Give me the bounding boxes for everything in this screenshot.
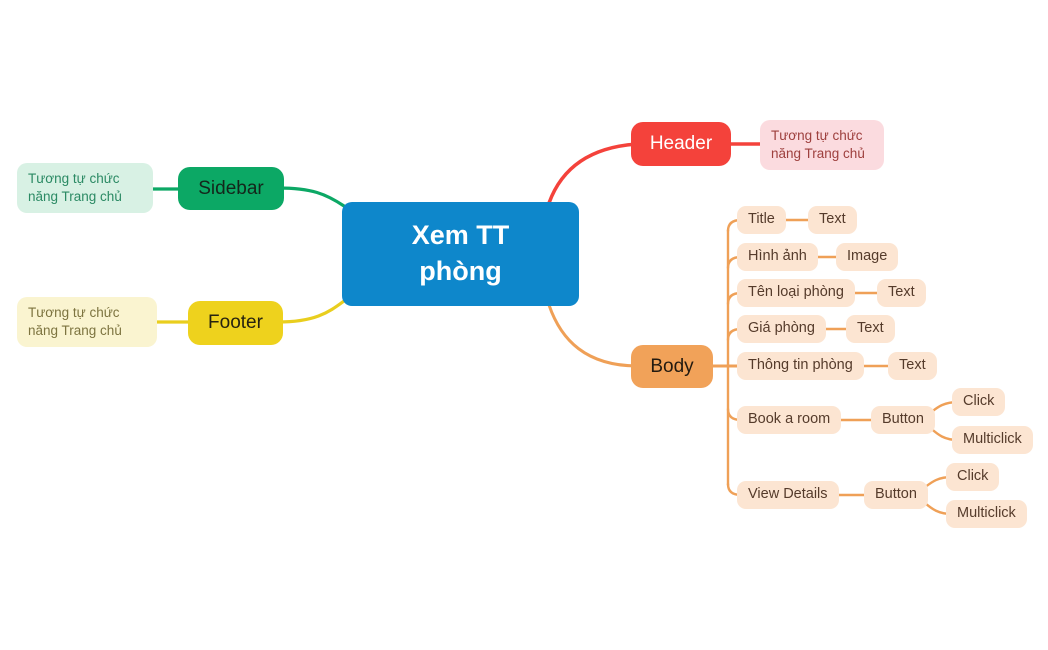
node-hinh-anh[interactable]: Hình ảnh [737,243,818,271]
node-thong-tin-phong-type[interactable]: Text [888,352,937,380]
node-ten-loai-phong[interactable]: Tên loại phòng [737,279,855,307]
wire-footer [276,299,346,324]
node-view-details[interactable]: View Details [737,481,839,509]
node-footer-note[interactable]: Tương tự chức năng Trang chủ [17,297,157,347]
node-footer[interactable]: Footer [188,301,283,345]
root-title-line1: Xem TT [411,220,510,251]
node-ten-loai-phong-type[interactable]: Text [877,279,926,307]
wire-sidebar [276,186,346,208]
node-book-a-room-multiclick[interactable]: Multiclick [952,426,1033,454]
node-view-details-click[interactable]: Click [946,463,1000,491]
node-view-details-type[interactable]: Button [864,481,928,509]
node-body[interactable]: Body [631,345,713,388]
node-thong-tin-phong[interactable]: Thông tin phòng [737,352,864,380]
node-book-a-room-click[interactable]: Click [952,388,1006,416]
node-title-type[interactable]: Text [808,206,857,234]
node-hinh-anh-type[interactable]: Image [836,243,899,271]
wire-header [547,142,640,205]
node-gia-phong[interactable]: Giá phòng [737,315,826,343]
node-book-a-room-type[interactable]: Button [871,406,935,434]
node-book-a-room[interactable]: Book a room [737,406,842,434]
node-view-details-multiclick[interactable]: Multiclick [946,500,1027,528]
node-title[interactable]: Title [737,206,786,234]
node-header[interactable]: Header [631,122,731,166]
root-title-line2: phòng [419,256,502,286]
node-header-note[interactable]: Tương tự chức năng Trang chủ [760,120,884,170]
wire-body [547,303,640,368]
node-gia-phong-type[interactable]: Text [846,315,895,343]
node-sidebar[interactable]: Sidebar [178,167,284,210]
node-sidebar-note[interactable]: Tương tự chức năng Trang chủ [17,163,153,213]
node-root[interactable]: Xem TT phòng [342,202,579,306]
